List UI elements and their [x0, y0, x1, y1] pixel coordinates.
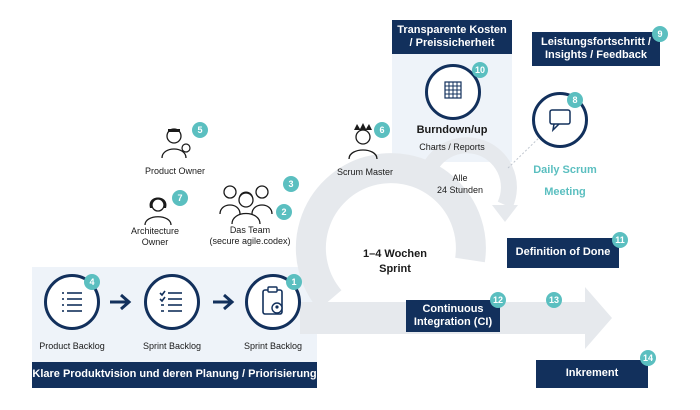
meeting-label: Meeting — [544, 186, 586, 198]
daily-cycle-arrowhead — [492, 205, 518, 222]
product-owner-icon — [161, 128, 191, 159]
transparency-header: Transparente Kosten / Preissicherheit — [392, 20, 512, 54]
badge-6: 6 — [374, 122, 390, 138]
increment-box: Inkrement — [536, 360, 648, 388]
burndown-chart-icon — [425, 64, 481, 120]
daily-scrum-label: Daily Scrum — [533, 164, 597, 176]
team-label-line2: (secure agile.codex) — [209, 236, 291, 246]
daily-cycle-hours: 24 Stunden — [436, 185, 484, 195]
definition-of-done-box: Definition of Done — [507, 238, 619, 268]
backlog-arrow-2 — [213, 293, 235, 311]
badge-5: 5 — [192, 122, 208, 138]
scrum-master-label: Scrum Master — [336, 167, 393, 177]
team-icon — [219, 185, 273, 224]
badge-1: 1 — [286, 274, 302, 290]
badge-7: 7 — [172, 190, 188, 206]
sprint-backlog-2-label: Sprint Backlog — [243, 341, 303, 351]
badge-8: 8 — [567, 92, 583, 108]
product-backlog-icon — [44, 274, 100, 330]
badge-13: 13 — [546, 292, 562, 308]
badge-4: 4 — [84, 274, 100, 290]
badge-14: 14 — [640, 350, 656, 366]
backlog-arrow-1 — [110, 293, 132, 311]
daily-scrum-connector — [507, 131, 546, 169]
architecture-owner-icon — [144, 197, 172, 226]
badge-9: 9 — [652, 26, 668, 42]
product-owner-label: Product Owner — [144, 166, 206, 176]
team-label-line1: Das Team — [229, 225, 271, 235]
product-backlog-label: Product Backlog — [39, 341, 105, 351]
daily-cycle-alle: Alle — [452, 173, 468, 183]
badge-12: 12 — [490, 292, 506, 308]
badge-2: 2 — [276, 204, 292, 220]
burndown-label: Burndown/up — [416, 124, 488, 136]
badge-11: 11 — [612, 232, 628, 248]
scrum-master-icon — [348, 123, 378, 160]
sprint-backlog-clipboard-icon — [245, 274, 301, 330]
sprint-backlog-label: Sprint Backlog — [142, 341, 202, 351]
daily-cycle-arc — [417, 137, 517, 209]
architecture-owner-line1: Architecture — [130, 226, 180, 236]
insights-box: Leistungsfortschritt / Insights / Feedba… — [532, 32, 660, 66]
badge-10: 10 — [472, 62, 488, 78]
badge-3: 3 — [283, 176, 299, 192]
continuous-integration-box: Continuous Integration (CI) — [406, 300, 500, 332]
sprint-duration-label: 1–4 Wochen — [363, 248, 427, 260]
sprint-cycle-arc — [295, 153, 486, 310]
architecture-owner-line2: Owner — [141, 237, 169, 247]
sprint-backlog-checklist-icon — [144, 274, 200, 330]
charts-label: Charts / Reports — [419, 142, 485, 152]
sprint-label: Sprint — [379, 263, 411, 275]
vision-bar: Klare Produktvision und deren Planung / … — [32, 362, 317, 388]
